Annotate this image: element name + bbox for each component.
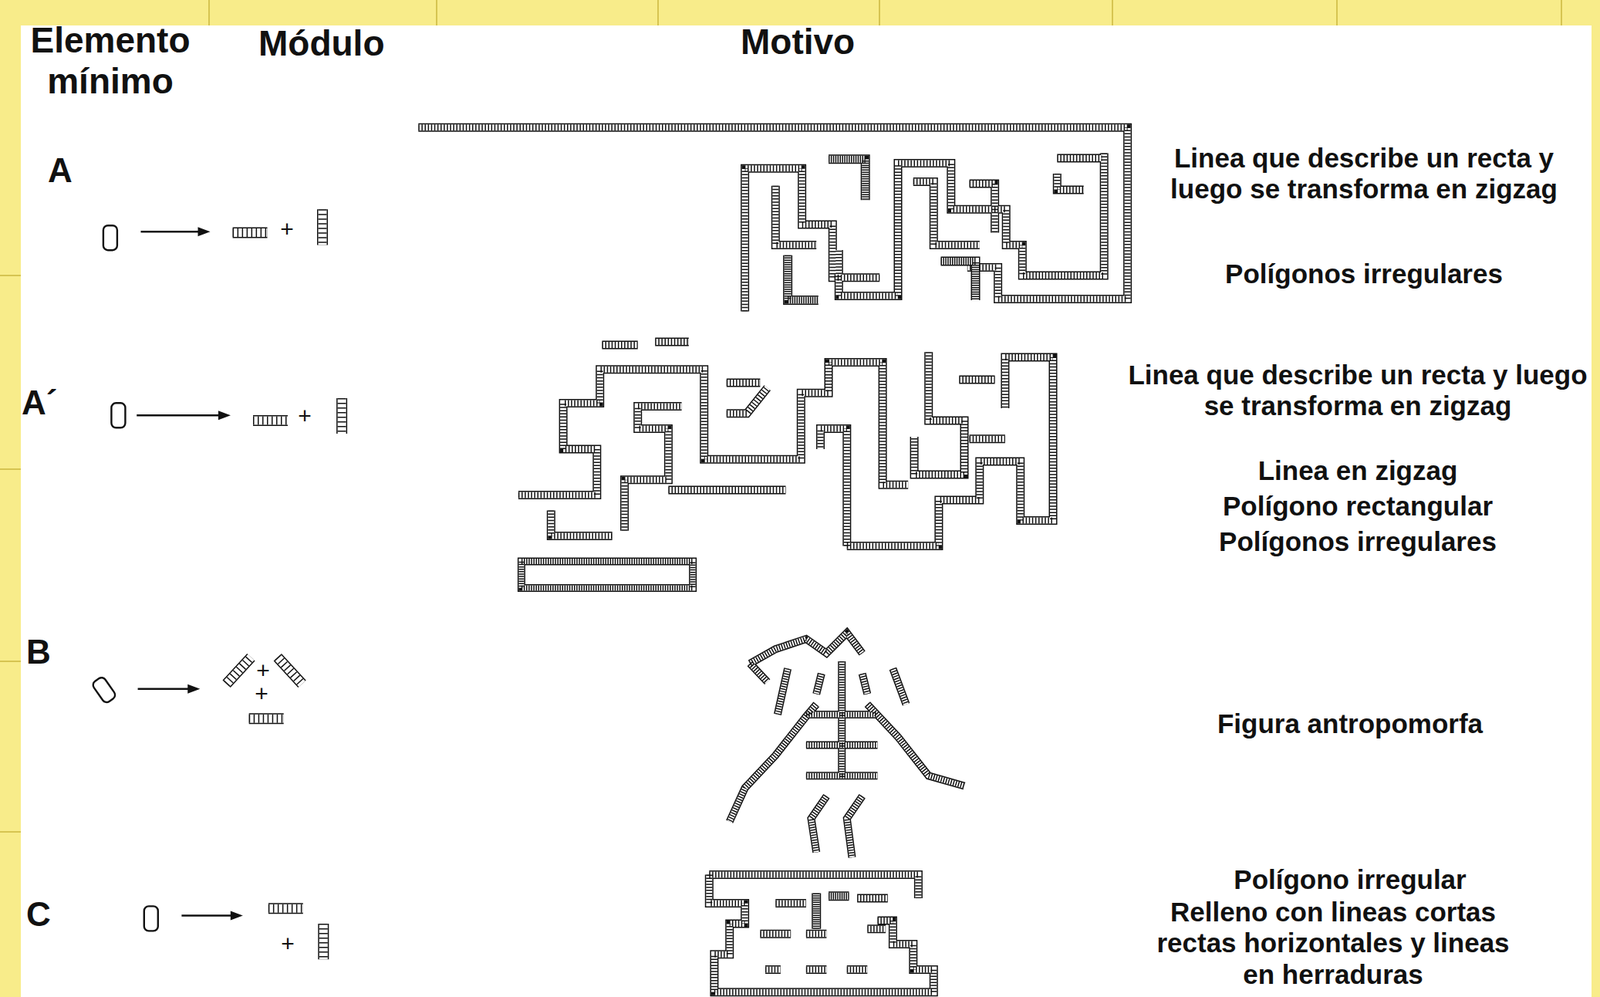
motif-a-chain-inner	[418, 127, 1128, 311]
motif-a-chain-outline	[418, 127, 1128, 311]
motif-a-prime-chain-coils	[518, 341, 1054, 546]
module-chain-coils	[253, 398, 342, 434]
column-heading: Motivo	[740, 21, 895, 63]
arrow-head	[197, 226, 210, 237]
anthropomorphic-figure-chain-inner	[729, 632, 965, 858]
anthropomorphic-figure-chain-outline	[729, 632, 965, 858]
module-chain	[253, 398, 342, 434]
motif-c-chain-coils	[708, 874, 934, 993]
motif-c-dense-chain-outline	[816, 892, 849, 929]
plus-sign: +	[277, 216, 297, 244]
plus-sign: +	[278, 930, 298, 958]
motif-c-dense-chain	[816, 892, 849, 929]
motif-c-dense-chain-coils	[816, 892, 849, 929]
motif-a-prime-rectangle-inner	[521, 561, 693, 588]
motif-a-dense-chain-coils	[787, 158, 976, 301]
motif-description: Polígonos irregulares	[1140, 258, 1588, 290]
motif-a-prime-rectangle-coils	[521, 561, 693, 588]
minimal-element	[91, 675, 117, 705]
arrow-head	[230, 910, 244, 920]
module-chain-coils	[232, 209, 323, 245]
arrow-line	[181, 914, 233, 916]
motif-description: Linea que describe un recta y luego se t…	[1126, 359, 1590, 422]
module-chain-coils	[226, 657, 303, 719]
motif-c-chain	[708, 874, 934, 993]
motif-c-dense-chain-inner	[816, 892, 849, 929]
module-chain-inner	[253, 398, 342, 434]
motif-a-chain-coils	[418, 127, 1128, 311]
arrow-line	[141, 230, 202, 233]
module-chain-outline	[268, 908, 324, 959]
module-chain	[226, 657, 303, 719]
module-chain-outline	[253, 398, 342, 434]
arrow-head	[218, 410, 231, 420]
white-panel	[20, 25, 1592, 997]
motif-description: Polígono rectangular	[1126, 490, 1590, 522]
module-chain-inner	[232, 209, 323, 245]
row-letter: C	[26, 894, 73, 935]
motif-a-prime-rectangle	[521, 561, 693, 588]
motif-a-prime-rectangle-outline	[521, 561, 693, 588]
module-chain-outline	[226, 657, 303, 719]
anthropomorphic-figure-chain-coils	[729, 632, 965, 858]
motif-a-dense-chain-outline	[787, 158, 976, 301]
motif-a-dense-chain	[787, 158, 976, 301]
anthropomorphic-figure-chain	[729, 632, 965, 858]
module-chain-inner	[268, 908, 324, 959]
motif-description: Linea en zigzag	[1126, 455, 1590, 487]
arrow-head	[187, 684, 200, 694]
arrow-line	[138, 688, 192, 690]
row-letter: A´	[21, 383, 76, 423]
module-chain-inner	[226, 657, 303, 719]
row-letter: B	[26, 632, 73, 672]
plus-sign: +	[295, 402, 314, 430]
minimal-element	[144, 905, 159, 931]
motif-description: Polígonos irregulares	[1126, 526, 1590, 557]
minimal-element	[111, 402, 125, 428]
motif-a-prime-chain-inner	[518, 341, 1054, 546]
motif-a-dense-chain-inner	[787, 158, 976, 301]
column-heading: Elemento mínimo	[13, 20, 207, 102]
arrow-line	[136, 414, 222, 416]
module-chain-outline	[232, 209, 323, 245]
column-heading: Módulo	[258, 23, 413, 65]
motif-description: Figura antropomorfa	[1126, 708, 1574, 740]
motif-a-prime-chain-outline	[518, 341, 1054, 546]
motif-c-chain-inner	[708, 874, 934, 993]
motif-a-chain	[418, 127, 1128, 311]
motif-description: Polígono irregular	[1126, 864, 1574, 895]
row-letter: A	[47, 151, 95, 191]
module-chain	[268, 908, 324, 959]
plus-sign: +	[253, 657, 273, 685]
motif-a-prime-chain	[518, 341, 1054, 546]
module-chain-coils	[268, 908, 324, 959]
minimal-element	[103, 225, 118, 250]
motif-c-chain-outline	[708, 874, 934, 993]
module-chain	[232, 209, 323, 245]
motif-description: Relleno con lineas cortas rectas horizon…	[1140, 896, 1526, 990]
plus-sign: +	[252, 680, 271, 708]
motif-description: Linea que describe un recta y luego se t…	[1140, 142, 1588, 206]
